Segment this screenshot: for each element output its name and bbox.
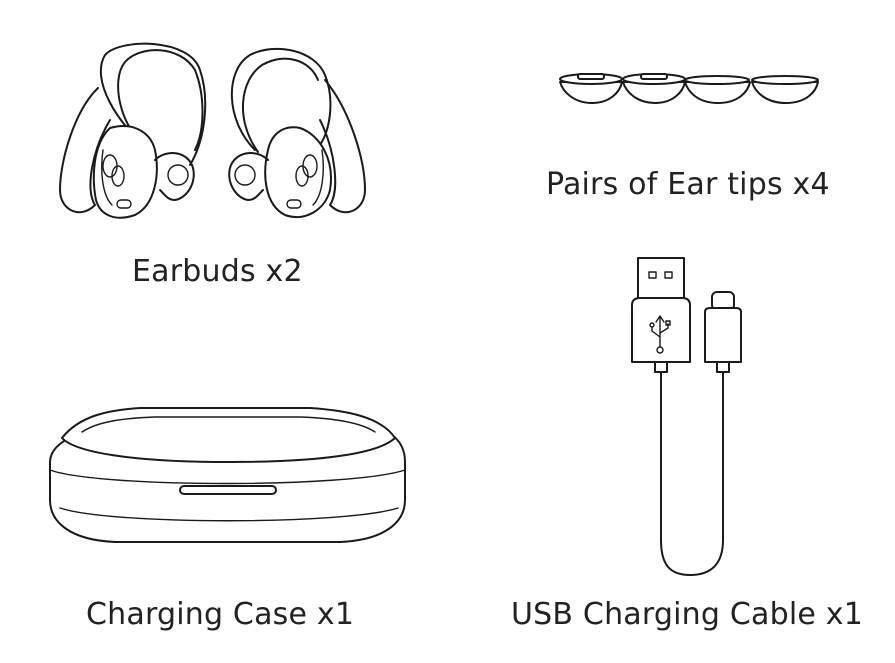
ear-tip-2 bbox=[623, 74, 685, 103]
usb-cable-label: USB Charging Cable x1 bbox=[511, 597, 863, 632]
ear-tip-1 bbox=[560, 74, 622, 103]
ear-tip-4 bbox=[752, 76, 818, 103]
usb-icon bbox=[650, 316, 670, 353]
charging-case-label: Charging Case x1 bbox=[86, 597, 355, 632]
earbuds-label: Earbuds x2 bbox=[132, 254, 303, 289]
ear-tip-3 bbox=[685, 76, 750, 103]
ear-tips-label: Pairs of Ear tips x4 bbox=[546, 167, 830, 202]
